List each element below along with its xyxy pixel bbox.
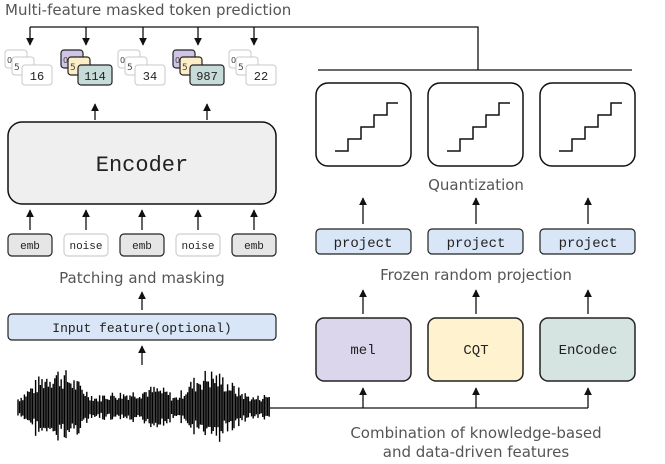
patch-5: emb (231, 233, 277, 257)
combination-label-line-1: Combination of knowledge-based (350, 424, 601, 442)
token-stack-4: 0. 5 987 (172, 49, 225, 86)
project-box-1: project (315, 228, 412, 255)
project-label-3: project (559, 236, 618, 252)
quantizer-2 (427, 82, 524, 167)
token-partial-5: 0. (231, 56, 239, 65)
token-back-2: 5 (70, 63, 76, 73)
feature-box-encodec: EnCodec (539, 317, 636, 382)
encoder-box (7, 121, 277, 205)
feature-arrows (359, 289, 592, 314)
patch-label-3: emb (132, 241, 152, 253)
feature-label-encodec: EnCodec (559, 343, 618, 359)
token-partial-4: 0. (175, 56, 183, 65)
feature-label-mel: mel (350, 343, 375, 359)
feature-label-cqt: CQT (463, 343, 488, 359)
patching-label: Patching and masking (59, 269, 225, 287)
quantization-label: Quantization (428, 176, 524, 194)
quantizer-1 (315, 82, 412, 167)
patch-1: emb (7, 233, 53, 257)
token-partial-1: 0. (7, 56, 15, 65)
patch-label-1: emb (20, 241, 40, 253)
token-stack-3: 0. 5 34 (117, 49, 166, 86)
feature-box-cqt: CQT (427, 317, 524, 382)
token-value-4: 987 (196, 70, 218, 84)
title: Multi-feature masked token prediction (5, 1, 291, 19)
patch-3: emb (119, 233, 165, 257)
staircase-icon (335, 102, 398, 152)
token-back-4: 5 (182, 63, 188, 73)
patch-arrows (26, 209, 258, 230)
token-value-3: 34 (143, 70, 157, 84)
token-value-1: 16 (30, 70, 44, 84)
project-box-3: project (539, 228, 636, 255)
token-back-1: 5 (14, 63, 20, 73)
quantizer-3 (539, 82, 636, 167)
patch-label-5: emb (244, 241, 264, 253)
token-stack-5: 0. 5 22 (228, 49, 277, 86)
project-label-1: project (334, 236, 393, 252)
staircase-icon (559, 102, 622, 152)
token-partial-2: 0. (63, 56, 71, 65)
patch-label-2: noise (69, 241, 102, 253)
waveform-distribution-lines (270, 387, 592, 409)
prediction-lines (26, 26, 632, 71)
project-arrows (359, 197, 592, 224)
token-value-2: 114 (84, 70, 106, 84)
token-back-3: 5 (127, 63, 133, 73)
project-box-2: project (427, 228, 524, 255)
patch-2: noise (63, 233, 109, 257)
token-stack-1: 0. 5 16 (4, 49, 53, 86)
token-partial-3: 0. (120, 56, 128, 65)
frozen-projection-label: Frozen random projection (380, 266, 572, 284)
staircase-icon (447, 102, 510, 152)
patch-label-4: noise (181, 241, 214, 253)
encoder-output-arrows (91, 103, 211, 120)
encoder-label: Encoder (96, 153, 188, 178)
feature-box-mel: mel (315, 317, 412, 382)
token-back-5: 5 (238, 63, 244, 73)
token-stack-2: 0. 5 114 (60, 49, 113, 86)
token-value-5: 22 (254, 70, 268, 84)
combination-label-line-2: and data-driven features (383, 443, 570, 461)
patch-4: noise (175, 233, 221, 257)
project-label-2: project (447, 236, 506, 252)
input-feature-label: Input feature(optional) (52, 321, 231, 336)
audio-waveform (17, 370, 270, 442)
input-feature-box (7, 313, 277, 341)
